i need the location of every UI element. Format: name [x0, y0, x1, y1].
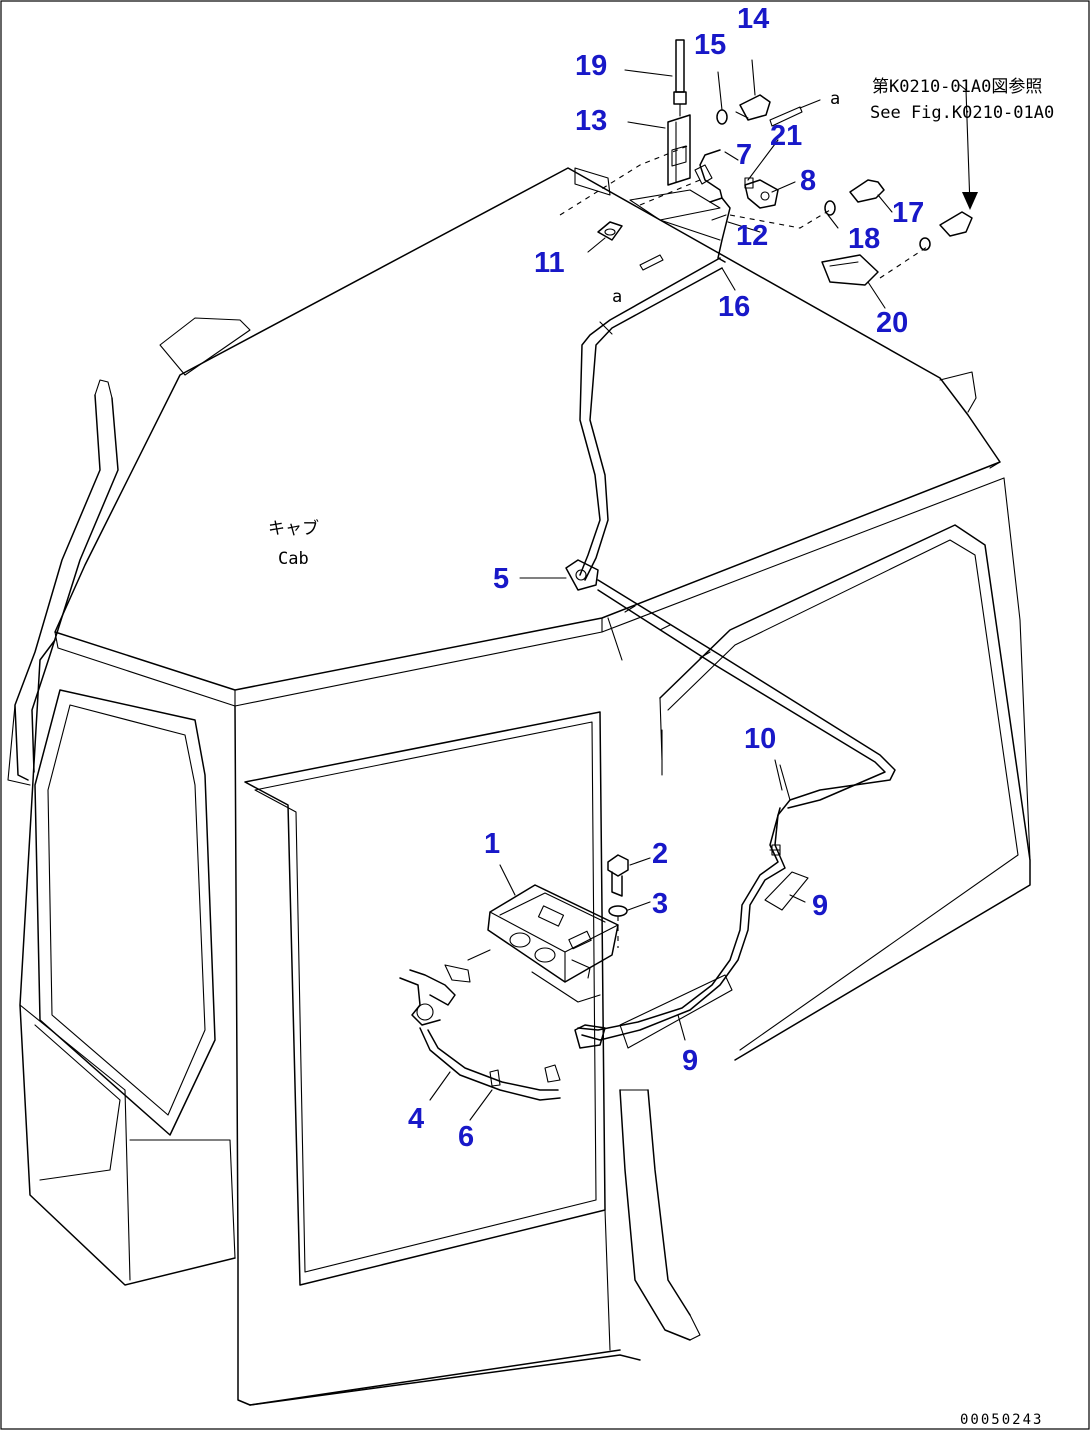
callout-21: 21: [770, 120, 802, 152]
arrow-head: [962, 192, 978, 210]
cab-outline: [7, 167, 1031, 1406]
callout-16: 16: [718, 291, 750, 323]
callout-1: 1: [484, 828, 500, 860]
callout-18: 18: [848, 223, 880, 255]
cab-label: キャブ Cab: [268, 518, 319, 569]
callout-7: 7: [736, 139, 752, 171]
callout-4: 4: [408, 1103, 424, 1135]
callout-14: 14: [737, 3, 769, 35]
wiring-harness: [531, 257, 896, 1049]
reference-note-en: See Fig.K0210-01A0: [870, 103, 1054, 123]
callout-9-upper: 9: [812, 890, 828, 922]
callout-11: 11: [534, 247, 565, 279]
view-marker-a-bottom: a: [612, 287, 622, 307]
lower-harness: [399, 949, 561, 1101]
reference-note: 第K0210-01A0図参照 See Fig.K0210-01A0: [870, 77, 1054, 123]
view-marker-a-top: a: [830, 89, 840, 109]
callout-10: 10: [744, 723, 776, 755]
bolt-and-washer: [607, 854, 629, 948]
cab-label-en: Cab: [278, 549, 309, 569]
callout-20: 20: [876, 307, 908, 339]
callout-12: 12: [736, 220, 768, 252]
callouts: 1 2 3 4 5 6 7 8 9 9 10 11 12 13 14 15 16…: [408, 3, 924, 1153]
roof-mount-parts: [429, 39, 978, 1121]
drawing-code: 00050243: [960, 1412, 1043, 1428]
controller-unit: [487, 884, 619, 983]
callout-5: 5: [493, 563, 509, 595]
callout-2: 2: [652, 838, 668, 870]
callout-13: 13: [575, 105, 607, 137]
callout-9-lower: 9: [682, 1045, 698, 1077]
callout-3: 3: [652, 888, 668, 920]
reference-note-jp: 第K0210-01A0図参照: [872, 77, 1042, 97]
callout-6: 6: [458, 1121, 474, 1153]
cab-label-jp: キャブ: [268, 518, 319, 539]
callout-17: 17: [892, 197, 924, 229]
callout-8: 8: [800, 165, 816, 197]
callout-19: 19: [575, 50, 607, 82]
callout-15: 15: [694, 29, 726, 61]
